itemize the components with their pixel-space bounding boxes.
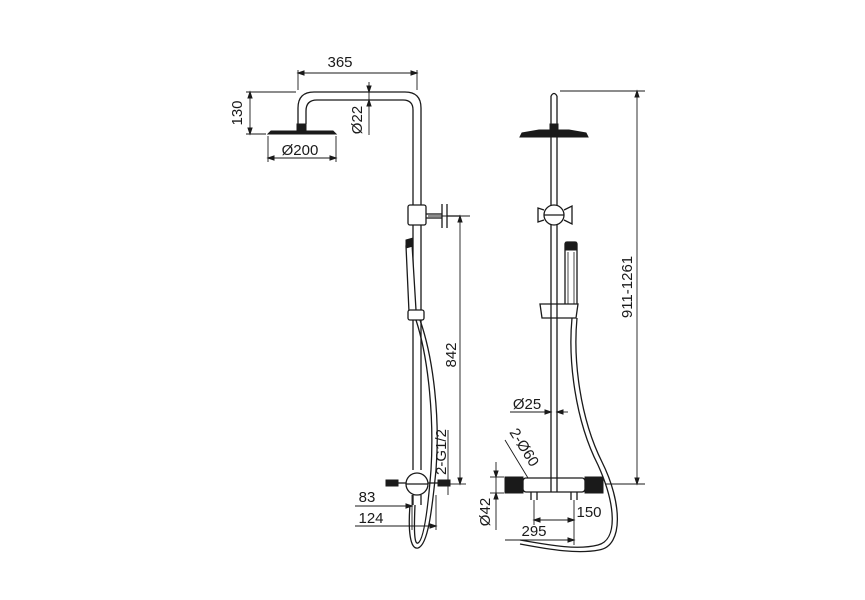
side-diverter (537, 204, 573, 226)
pipe-diameter-label: Ø25 (513, 396, 541, 413)
depth-small-label: 83 (359, 489, 376, 506)
front-height-label: 130 (229, 100, 246, 125)
rail-height-label: 842 (443, 342, 460, 367)
arm-diameter-label: Ø22 (349, 106, 366, 134)
head-diameter-label: Ø200 (282, 142, 319, 159)
side-pipe (550, 92, 558, 478)
front-shower-arm (297, 91, 422, 205)
center-distance-label: 150 (576, 504, 601, 521)
front-view: 365 130 Ø200 Ø22 842 2-G1/2 83 124 (229, 54, 470, 549)
inlet-label: 2-G1/2 (433, 429, 450, 475)
side-hose (519, 317, 618, 553)
side-dimensions (490, 89, 645, 545)
front-dimensions (246, 70, 470, 530)
side-shower-head (519, 123, 589, 138)
front-width-label: 365 (327, 54, 352, 71)
front-shower-head (266, 123, 338, 135)
body-diameter-label: Ø42 (477, 498, 494, 526)
front-rail (412, 225, 422, 470)
front-hand-shower (405, 237, 425, 321)
side-view: 911-1261 Ø25 2-Ø60 Ø42 295 150 (477, 89, 645, 553)
side-mixer (504, 476, 604, 500)
flange-label: 2-Ø60 (506, 425, 543, 469)
body-width-label: 295 (521, 523, 546, 540)
front-hose (408, 319, 438, 549)
front-mixer (385, 472, 451, 505)
depth-large-label: 124 (358, 510, 383, 527)
total-height-label: 911-1261 (619, 256, 636, 318)
side-hand-shower (539, 241, 579, 319)
